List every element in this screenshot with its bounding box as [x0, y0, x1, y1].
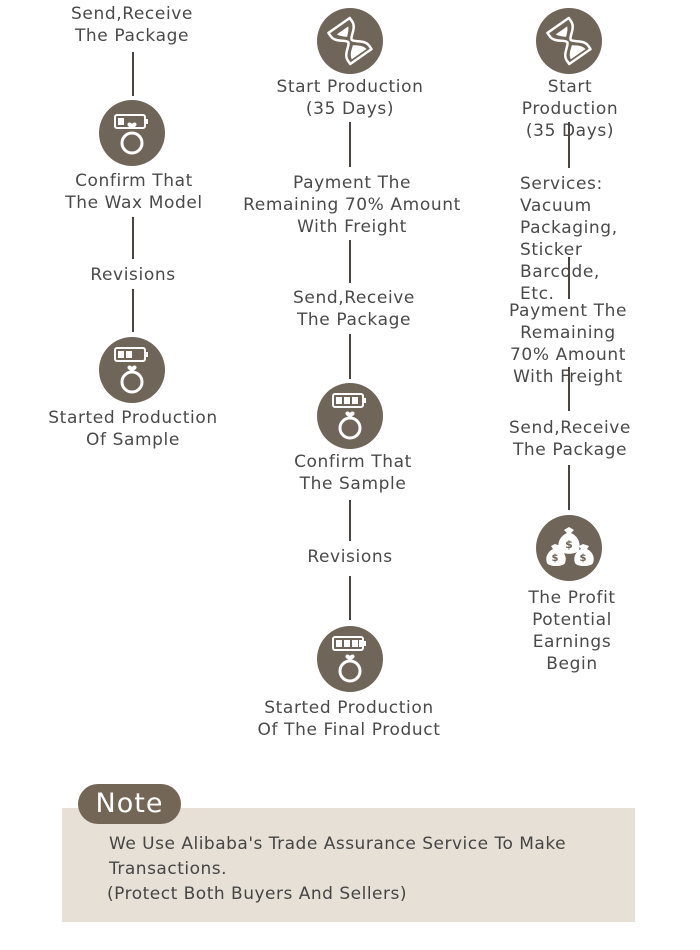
note-box [62, 808, 635, 922]
col2-payment-label: Payment The Remaining 70% Amount With Fr… [243, 173, 461, 237]
col2-start-production-label: Start Production (35 Days) [276, 77, 424, 119]
col2-started-final-label: Started Production Of The Final Product [257, 698, 441, 740]
svg-text:$: $ [552, 553, 559, 564]
connector-line [349, 240, 351, 283]
connector-line [568, 367, 570, 411]
ring-battery-2-icon [99, 337, 165, 403]
note-line-1: We Use Alibaba's Trade Assurance Service… [109, 834, 567, 879]
col3-start-production-label: Start Production (35 Days) [521, 77, 619, 141]
col2-confirm-sample-label: Confirm That The Sample [294, 452, 412, 494]
col1-revisions-label: Revisions [90, 265, 176, 285]
connector-line [568, 257, 570, 299]
col1-confirm-wax-label: Confirm That The Wax Model [65, 171, 203, 213]
hourglass-2-icon [536, 8, 602, 74]
connector-line [132, 217, 134, 259]
col3-send-receive-label: Send,Receive The Package [509, 418, 631, 460]
connector-line [349, 122, 351, 167]
money-bags-icon: $ $ $ [536, 515, 602, 581]
col2-revisions-label: Revisions [307, 547, 393, 567]
note-line-2: (Protect Both Buyers And Sellers) [107, 884, 407, 904]
hourglass-1-icon [317, 8, 383, 74]
connector-line [349, 500, 351, 541]
connector-line [132, 52, 134, 96]
ring-battery-1-icon [99, 100, 165, 166]
col2-send-receive-label: Send,Receive The Package [293, 288, 415, 330]
col3-profit-label: The Profit Potential Earnings Begin [528, 588, 616, 674]
ring-battery-3-icon [317, 383, 383, 449]
ring-battery-4-icon [317, 626, 383, 692]
svg-text:$: $ [565, 538, 573, 551]
svg-text:$: $ [580, 553, 587, 564]
note-tag: Note [78, 784, 181, 824]
connector-line [132, 289, 134, 332]
connector-line [349, 334, 351, 379]
col1-send-receive-label: Send,Receive The Package [71, 4, 193, 46]
connector-line [568, 122, 570, 168]
note-text: We Use Alibaba's Trade Assurance Service… [107, 832, 629, 907]
col1-started-sample-label: Started Production Of Sample [48, 408, 218, 450]
col3-services-label: Services: Vacuum Packaging, Sticker Barc… [520, 174, 618, 304]
connector-line [568, 465, 570, 510]
connector-line [349, 576, 351, 620]
col3-payment-label: Payment The Remaining 70% Amount With Fr… [508, 301, 628, 387]
